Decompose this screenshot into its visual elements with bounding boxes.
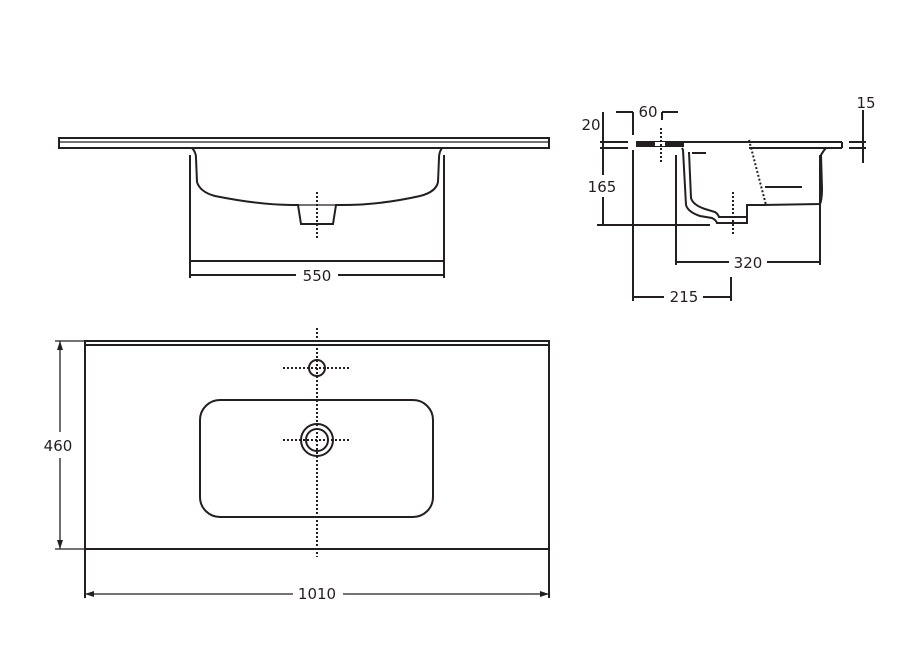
dimension-1010: 1010: [298, 585, 336, 603]
dimension-320: 320: [734, 254, 763, 272]
dimension-15: 15: [856, 94, 875, 112]
side-section-view: 20 60 15 165 320 215: [581, 94, 875, 306]
dimension-460: 460: [44, 437, 73, 455]
dimension-165: 165: [588, 178, 617, 196]
dimension-60: 60: [638, 103, 657, 121]
plan-view: 460 1010: [44, 328, 550, 603]
dimension-215: 215: [670, 288, 699, 306]
bowl-outer: [681, 147, 827, 224]
bowl-inner: [688, 151, 747, 218]
overflow-line: [748, 139, 767, 206]
dimension-20: 20: [581, 116, 600, 134]
countertop-slab: [58, 137, 550, 149]
front-elevation-view: 550: [58, 137, 550, 285]
dimension-550: 550: [303, 267, 332, 285]
